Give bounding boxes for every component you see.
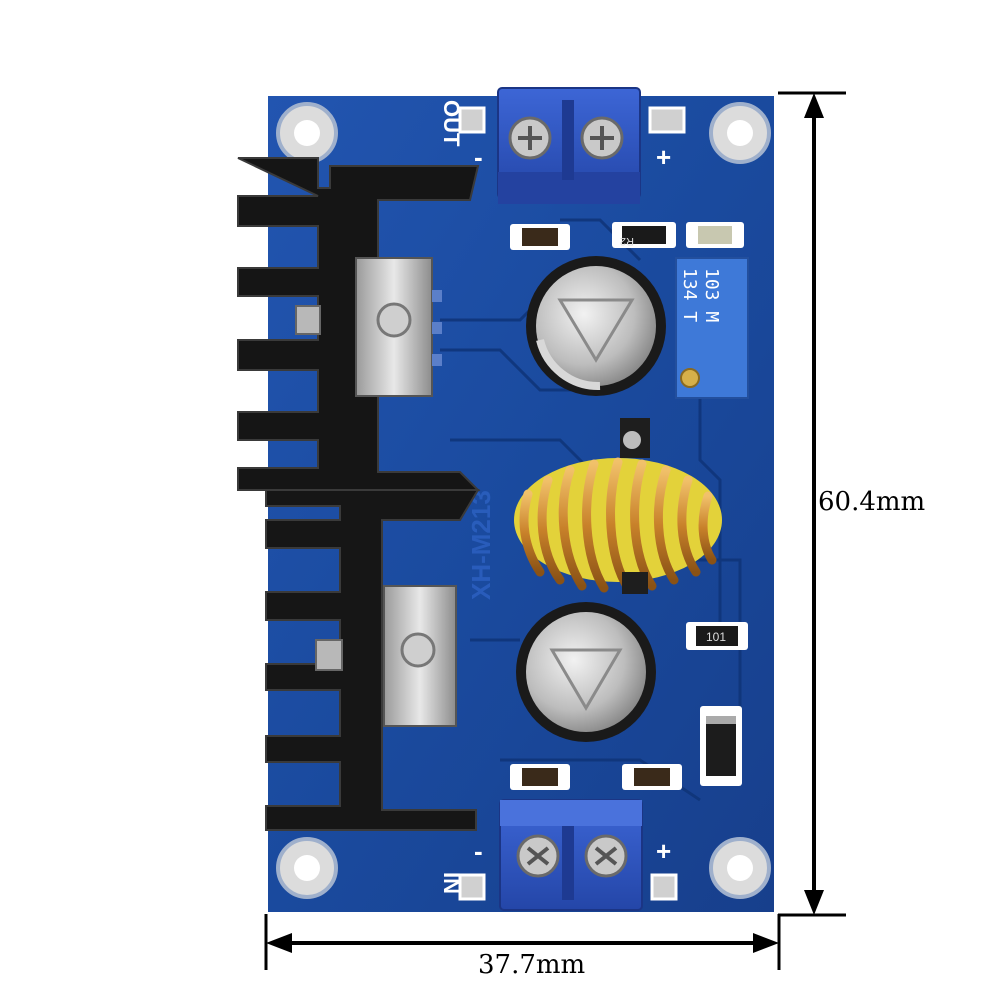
input-minus-label: - [474,836,483,866]
input-label: IN [439,872,464,894]
heatsink-bottom [265,489,480,831]
silkscreen-model: XH-M213 [466,490,496,600]
electrolytic-capacitor-bottom [516,602,656,742]
output-plus-label: + [656,142,671,172]
resistor-top-code: R2 [620,235,634,247]
pot-code-line2: 103 M [701,268,722,322]
smd-led [686,222,744,248]
smd-resistor: R2 [612,222,676,248]
dimension-width [264,914,781,970]
transistor-top [295,257,442,397]
width-dimension-label: 37.7mm [474,952,590,978]
resistor-mid-code: 101 [706,630,726,644]
dimension-height [778,91,846,917]
input-terminal [499,799,643,911]
transistor-bottom [315,585,457,727]
smd-resistor-mid: 101 [686,622,748,650]
mounting-hole [276,102,338,164]
input-plus-label: + [656,836,671,866]
electrolytic-capacitor-top [526,256,666,396]
smd-capacitor [510,224,570,250]
trimmer-potentiometer: 134 T 103 M [675,257,749,399]
smd-capacitor-bottom-left [510,764,570,790]
output-terminal [497,87,641,204]
schottky-diode [700,706,742,786]
smd-capacitor-bottom-right [622,764,682,790]
toroidal-inductor [514,418,722,594]
height-dimension-label: 60.4mm [818,487,926,517]
mounting-hole [709,102,771,164]
output-minus-label: - [474,142,483,172]
mounting-hole [276,837,338,899]
output-label: OUT [439,100,464,147]
mounting-hole [709,837,771,899]
pot-code-line1: 134 T [679,268,700,322]
